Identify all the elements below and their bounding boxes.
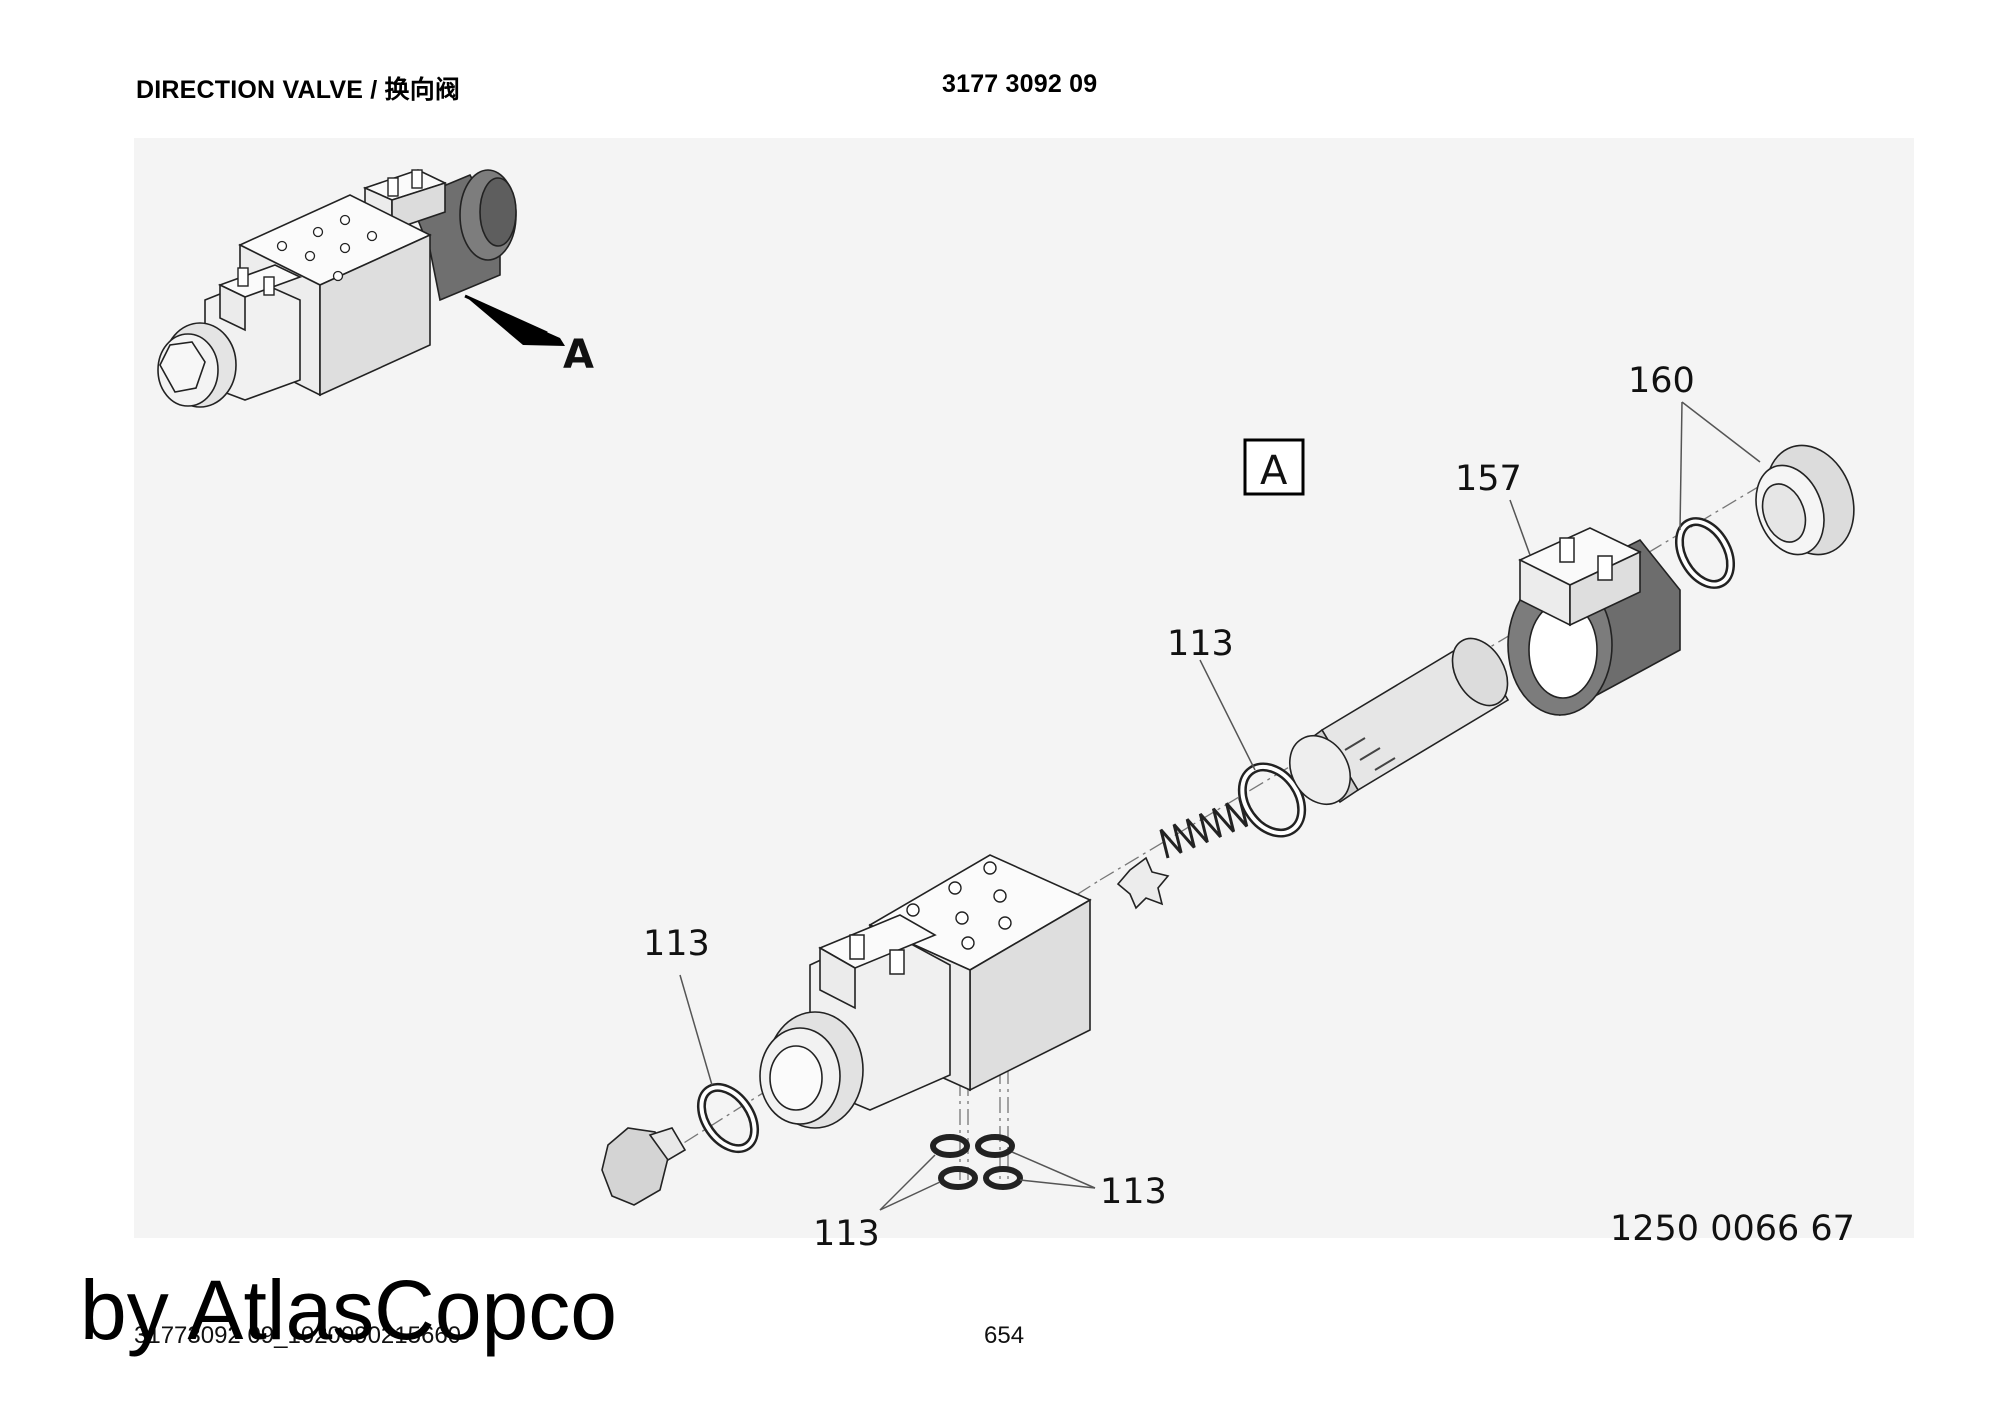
callout-160: 160 <box>1628 361 1695 401</box>
port-orings <box>930 1134 1023 1190</box>
file-reference: 31773092 09_1020090215660 <box>134 1322 462 1349</box>
valve-body <box>759 854 1092 1129</box>
leader-113-ports-left-a <box>879 1154 936 1211</box>
spring <box>1159 797 1261 859</box>
leader-113-ports-right-b <box>1019 1179 1096 1189</box>
plug-screw <box>601 1127 687 1206</box>
leader-113-ports-right-a <box>1011 1151 1096 1189</box>
armature-tube <box>1289 637 1510 805</box>
callout-157: 157 <box>1455 459 1522 499</box>
leader-160-a <box>1679 401 1683 531</box>
page-title: DIRECTION VALVE / 换向阀 <box>136 76 461 104</box>
cap-nut <box>1755 444 1855 556</box>
overview-valve-assembly <box>157 169 565 408</box>
callout-113-ports-left: 113 <box>813 1214 880 1254</box>
leader-113-plug <box>679 974 713 1086</box>
overview-view-letter: A <box>563 332 594 378</box>
detail-view-box <box>1243 438 1305 496</box>
leader-160-b <box>1681 401 1761 463</box>
callout-113-plug: 113 <box>643 924 710 964</box>
watermark: by AtlasCopco <box>80 1263 617 1357</box>
kit-number: 1250 0066 67 <box>1610 1209 1855 1249</box>
cap-seal <box>1674 517 1736 589</box>
callout-113-ports-right: 113 <box>1100 1172 1167 1212</box>
part-number-header: 3177 3092 09 <box>942 70 1098 98</box>
solenoid-coil <box>1507 527 1681 717</box>
callout-113-tube: 113 <box>1167 624 1234 664</box>
oring-plug-side <box>696 1082 760 1154</box>
oring-tube <box>1237 762 1307 838</box>
leader-157 <box>1509 499 1531 556</box>
leader-113-tube <box>1199 659 1256 771</box>
detail-view-label: A <box>1260 448 1288 494</box>
leader-113-ports-left-b <box>879 1181 941 1211</box>
page-number: 654 <box>984 1322 1025 1349</box>
spacer-star <box>1116 856 1170 910</box>
